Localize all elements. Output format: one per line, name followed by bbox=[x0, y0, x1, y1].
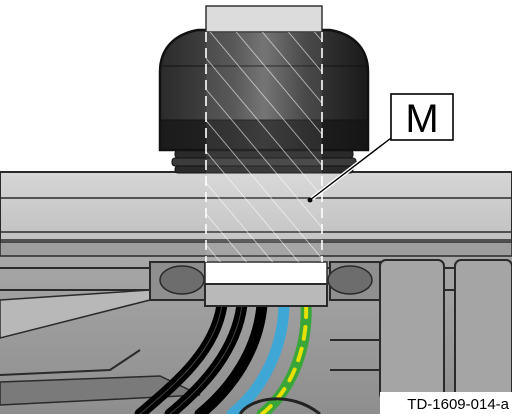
wire-black-2 bbox=[164, 299, 248, 414]
lower-floor bbox=[0, 375, 201, 406]
wire-black-1 bbox=[134, 299, 228, 414]
cable-wires bbox=[134, 299, 312, 414]
callout-m: M bbox=[390, 93, 454, 141]
gland-base bbox=[204, 283, 328, 307]
callout-point bbox=[307, 197, 313, 203]
gland-seat bbox=[204, 261, 328, 285]
wire-blue bbox=[226, 299, 290, 414]
doc-id-box bbox=[380, 392, 512, 414]
wire-black-3 bbox=[194, 299, 268, 414]
document-id: TD-1609-014-a bbox=[407, 396, 509, 413]
callout-label: M bbox=[405, 97, 438, 141]
cable-sleeve bbox=[205, 5, 323, 262]
bottom-ring bbox=[238, 397, 321, 414]
